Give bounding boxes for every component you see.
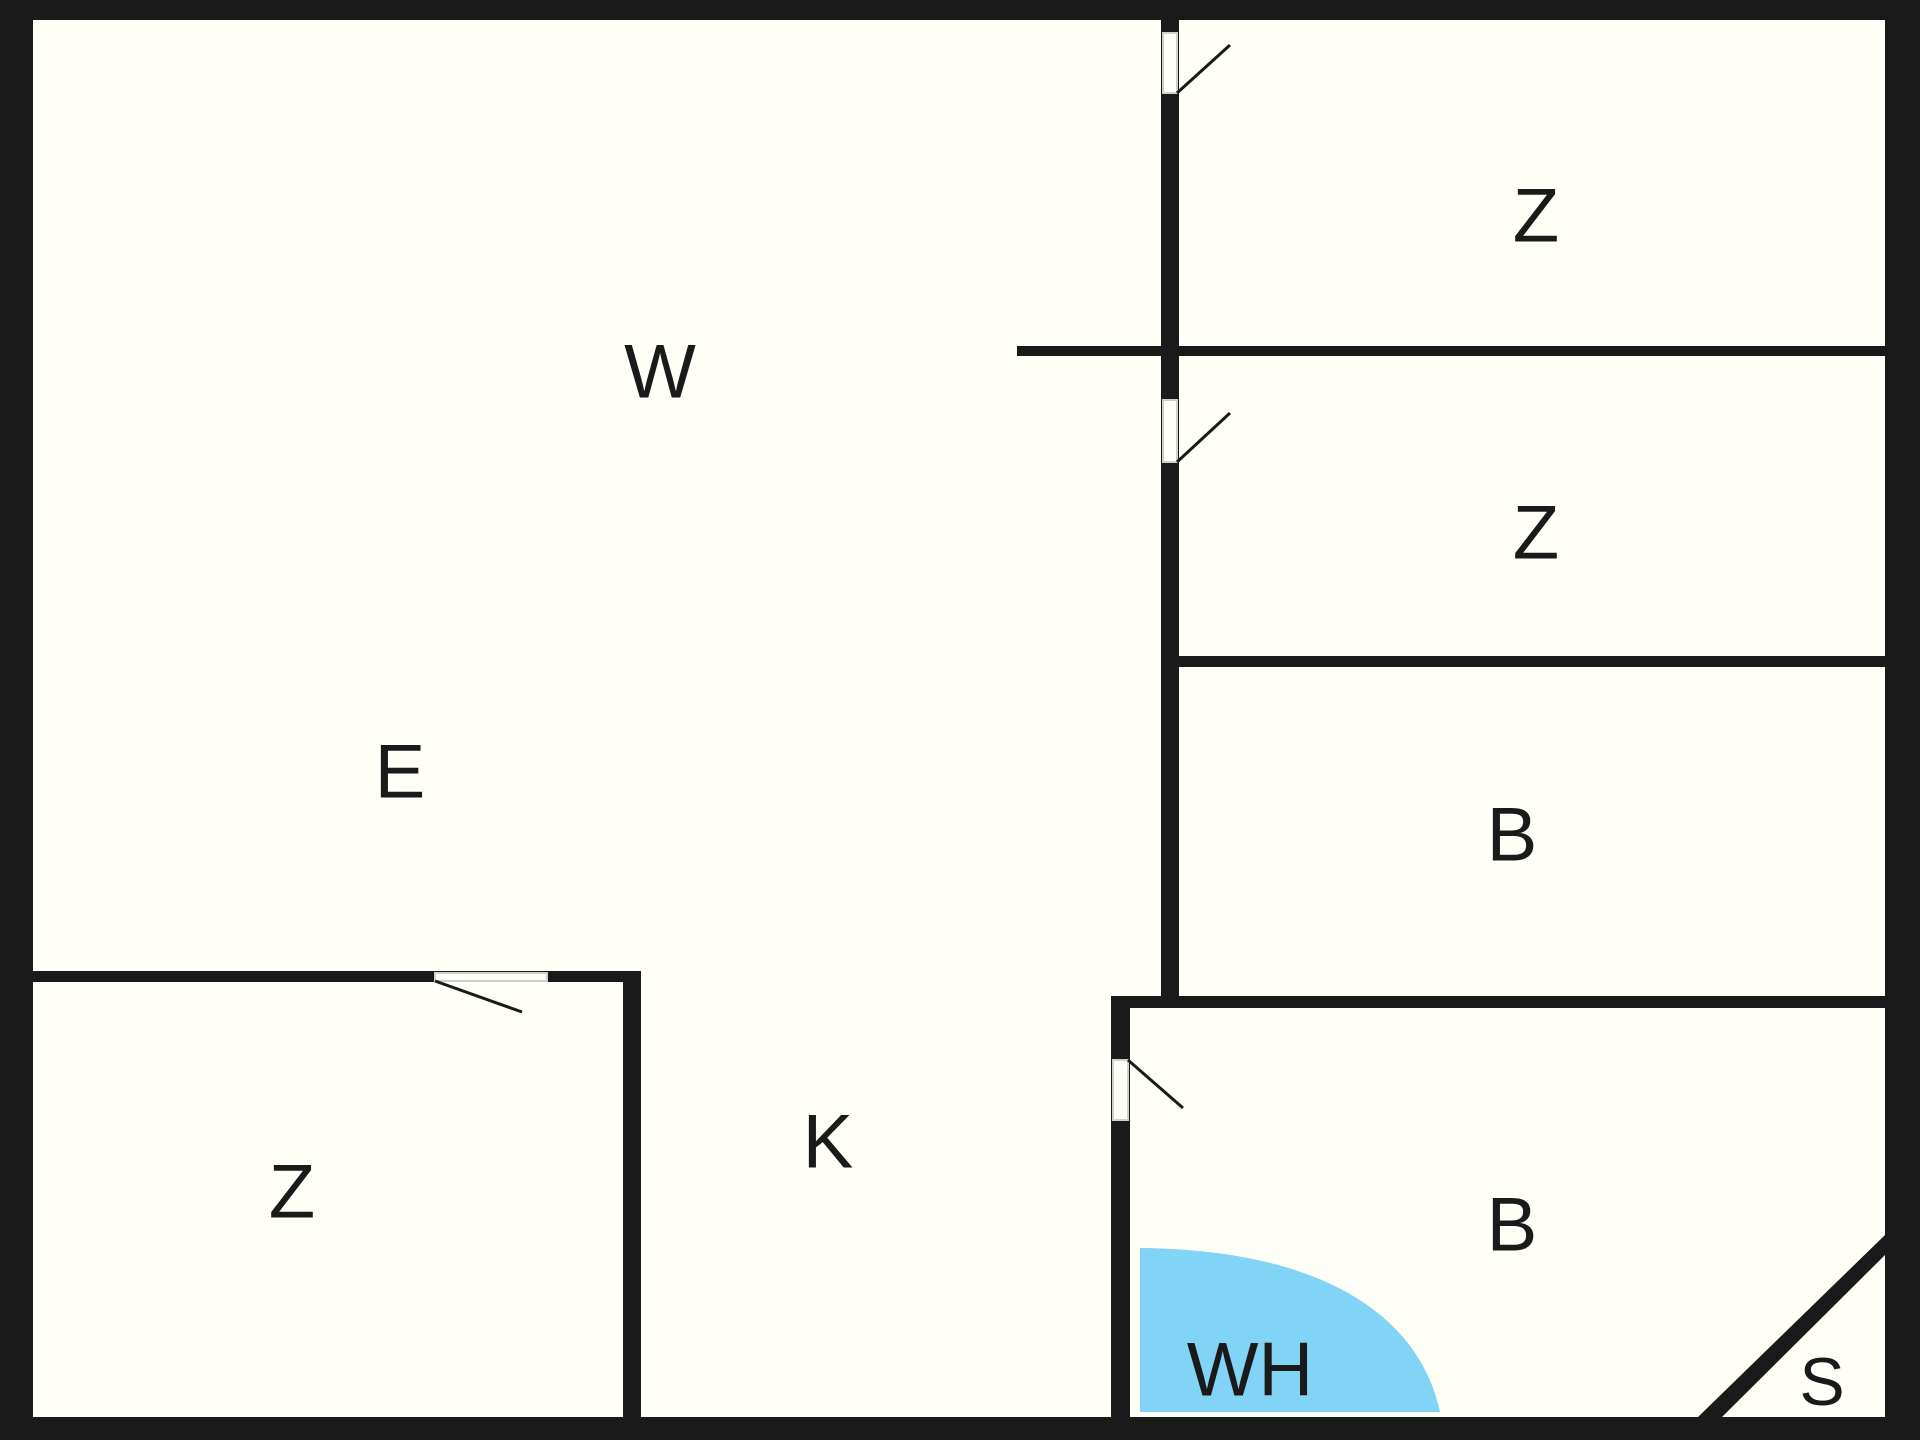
wall-z-left-right xyxy=(623,971,641,1417)
wall-s-diagonal xyxy=(1698,1235,1885,1417)
room-label-z-left: Z xyxy=(269,1150,315,1235)
room-label-k: K xyxy=(803,1100,854,1185)
room-label-z-mid: Z xyxy=(1513,491,1559,576)
wall-central-vertical xyxy=(1161,20,1179,1000)
door-z-mid[interactable] xyxy=(1162,399,1178,463)
room-label-b-lower: B xyxy=(1487,1183,1538,1268)
door-z-top[interactable] xyxy=(1162,32,1178,94)
room-label-wh: WH xyxy=(1187,1328,1314,1413)
door-b-lower-swing xyxy=(1127,1058,1184,1110)
outer-wall-right xyxy=(1885,0,1920,1440)
door-z-left-swing xyxy=(434,979,523,1014)
outer-wall-left xyxy=(0,0,33,1440)
heater-zone xyxy=(1140,1248,1440,1412)
wall-z-top-bottom xyxy=(1017,346,1885,356)
door-z-top-swing xyxy=(1175,43,1232,95)
room-label-z-top: Z xyxy=(1513,174,1559,259)
wall-z-mid-bottom xyxy=(1179,656,1885,667)
room-label-s: S xyxy=(1799,1344,1844,1420)
outer-wall-top xyxy=(0,0,1920,20)
room-label-w: W xyxy=(624,330,696,415)
wall-b-upper-bottom xyxy=(1111,996,1885,1008)
outer-wall-bottom xyxy=(0,1417,1920,1440)
room-label-b-upper: B xyxy=(1487,793,1538,878)
door-b-lower[interactable] xyxy=(1112,1059,1129,1121)
door-z-mid-swing xyxy=(1175,411,1232,464)
door-z-left[interactable] xyxy=(434,972,548,982)
wall-z-left-top xyxy=(33,971,641,982)
room-label-e: E xyxy=(375,730,426,815)
